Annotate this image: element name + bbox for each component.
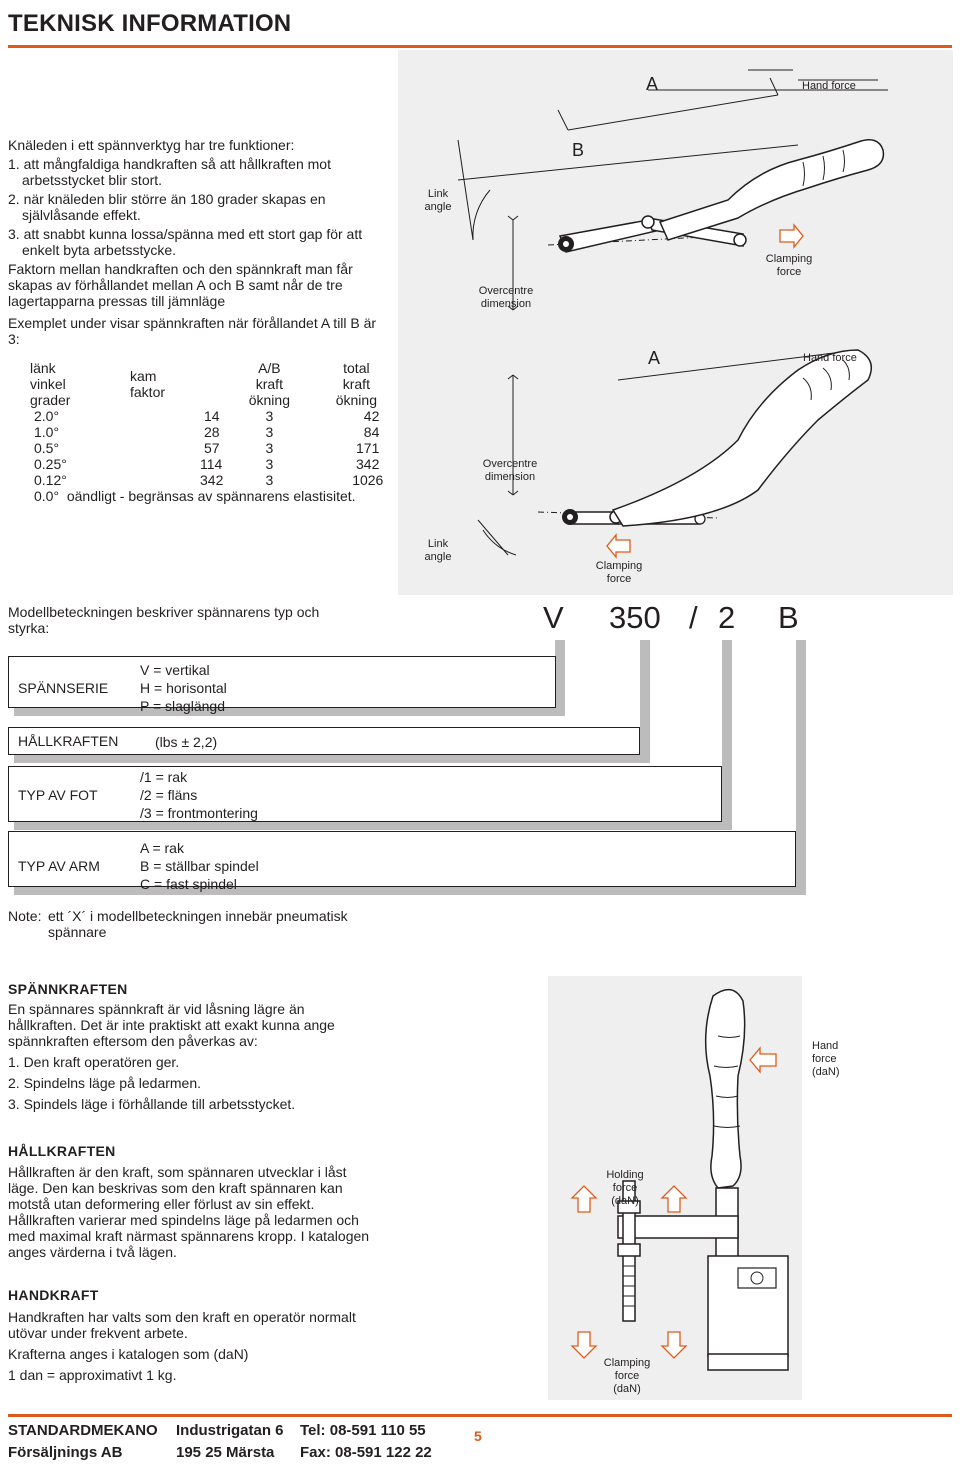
diagram-label-a-top: A xyxy=(646,74,659,94)
diagram-overcentre-top: Overcentre dimension xyxy=(478,285,534,310)
foot-values: /1 = rak /2 = fläns /3 = frontmontering xyxy=(140,769,258,821)
series-label: SPÄNNSERIE xyxy=(18,680,109,696)
model-intro: Modellbeteckningen beskriver spännarens … xyxy=(8,604,320,636)
diagram-clamping-force-bottom: Clamping force xyxy=(595,560,643,585)
footer-company-1: STANDARDMEKANO xyxy=(8,1422,158,1439)
model-code-number: 350 xyxy=(609,600,661,635)
intro-text: Knäleden i ett spännverktyg har tre funk… xyxy=(8,137,388,347)
series-p: P = slaglängd xyxy=(140,698,225,714)
foot-label: TYP AV FOT xyxy=(18,787,98,803)
hand-p2: Krafterna anges i katalogen som (daN) xyxy=(8,1346,249,1362)
diagram-link-angle-top: Link angle xyxy=(424,188,452,213)
intro-item-2: 2. när knäleden blir större än 180 grade… xyxy=(8,191,326,223)
footer-company-2: Försäljnings AB xyxy=(8,1444,123,1461)
footer-fax: Fax: 08-591 122 22 xyxy=(300,1444,432,1461)
hand-p3: 1 dan = approximativt 1 kg. xyxy=(8,1367,177,1383)
toggle-mechanism-diagram xyxy=(457,69,888,559)
hold-unit: (lbs ± 2,2) xyxy=(155,734,218,750)
connector-foot xyxy=(722,640,732,830)
foot-1: /1 = rak xyxy=(140,769,188,785)
arm-label: TYP AV ARM xyxy=(18,858,100,874)
vertical-clamp-drawing xyxy=(570,988,789,1371)
hand-p1: Handkraften har valts som den kraft en o… xyxy=(8,1309,356,1341)
diagram-clamping-force-top: Clamping force xyxy=(765,253,813,278)
model-code-foot: 2 xyxy=(718,600,736,635)
footer-rule xyxy=(8,1414,952,1417)
hold-label: HÅLLKRAFTEN xyxy=(18,733,119,749)
model-code-arm: B xyxy=(778,600,799,635)
section-hand-body: Handkraften har valts som den kraft en o… xyxy=(8,1309,373,1383)
arm-b: B = ställbar spindel xyxy=(140,858,259,874)
series-v: V = vertikal xyxy=(140,662,210,678)
footer-city: 195 25 Märsta xyxy=(176,1444,275,1461)
arm-values: A = rak B = ställbar spindel C = fast sp… xyxy=(140,840,259,892)
footer-address: Industrigatan 6 195 25 Märsta xyxy=(176,1420,284,1464)
intro-item-3: 3. att snabbt kunna lossa/spänna med ett… xyxy=(8,226,363,258)
model-code-slash: / xyxy=(689,600,698,635)
model-code-v: V xyxy=(543,600,564,635)
box-series xyxy=(8,656,556,708)
footer-company: STANDARDMEKANO Försäljnings AB xyxy=(8,1420,158,1464)
holding-p1: Hållkraften är den kraft, som spännaren … xyxy=(8,1164,347,1212)
clamping-item-3: 3. Spindels läge i förhållande till arbe… xyxy=(8,1096,296,1112)
clamping-item-1: 1. Den kraft operatören ger. xyxy=(8,1054,180,1070)
series-h: H = horisontal xyxy=(140,680,227,696)
intro-lead: Knäleden i ett spännverktyg har tre funk… xyxy=(8,137,295,153)
page-title: TEKNISK INFORMATION xyxy=(8,10,292,37)
header-rule xyxy=(8,8,952,48)
diagram-link-angle-bottom: Link angle xyxy=(424,538,452,563)
clamping-item-2: 2. Spindelns läge på ledarmen. xyxy=(8,1075,202,1091)
diagram-label-b: B xyxy=(572,140,585,160)
page-number: 5 xyxy=(474,1428,482,1444)
intro-example: Exemplet under visar spännkraften när fö… xyxy=(8,315,377,347)
arm-a: A = rak xyxy=(140,840,184,856)
footer-street: Industrigatan 6 xyxy=(176,1422,284,1439)
diagram-hand-force-top: Hand force xyxy=(802,80,856,92)
note-text: ett ´X´ i modellbeteckningen innebär pne… xyxy=(48,908,348,940)
arm-c: C = fast spindel xyxy=(140,876,237,892)
section-title-clamping: SPÄNNKRAFTEN xyxy=(8,981,128,997)
holding-p2: Hållkraften varierar med spindelns läge … xyxy=(8,1212,370,1260)
box-foot xyxy=(8,766,722,822)
footer-contact: Tel: 08-591 110 55 Fax: 08-591 122 22 xyxy=(300,1420,432,1464)
last-angle: 0.0° xyxy=(34,488,60,504)
section-title-holding: HÅLLKRAFTEN xyxy=(8,1143,116,1159)
connector-num xyxy=(640,640,650,758)
intro-item-1: 1. att mångfaldiga handkraften så att hå… xyxy=(8,156,331,188)
last-text: oändligt - begränsas av spännarens elast… xyxy=(66,488,356,504)
section-title-hand: HANDKRAFT xyxy=(8,1287,99,1303)
connector-arm xyxy=(796,640,806,894)
clamping-p1: En spännares spännkraft är vid låsning l… xyxy=(8,1001,335,1049)
note-label: Note: xyxy=(8,908,42,924)
series-values: V = vertikal H = horisontal P = slagläng… xyxy=(140,662,227,714)
diagram-overcentre-bottom: Overcentre dimension xyxy=(482,458,538,483)
section-clamping-body: En spännares spännkraft är vid låsning l… xyxy=(8,1001,360,1112)
box-hold xyxy=(8,727,640,755)
diagram-label-a-bottom: A xyxy=(648,348,661,368)
intro-paragraph: Faktorn mellan handkraften och den spänn… xyxy=(8,261,353,309)
section-holding-body: Hållkraften är den kraft, som spännaren … xyxy=(8,1164,373,1260)
foot-2: /2 = fläns xyxy=(140,787,198,803)
footer-tel: Tel: 08-591 110 55 xyxy=(300,1422,426,1439)
foot-3: /3 = frontmontering xyxy=(140,805,258,821)
box-arm xyxy=(8,831,796,887)
diagram-hand-force-bottom: Hand force xyxy=(803,352,857,364)
table-row-last: 0.0° oändligt - begränsas av spännarens … xyxy=(30,488,397,504)
